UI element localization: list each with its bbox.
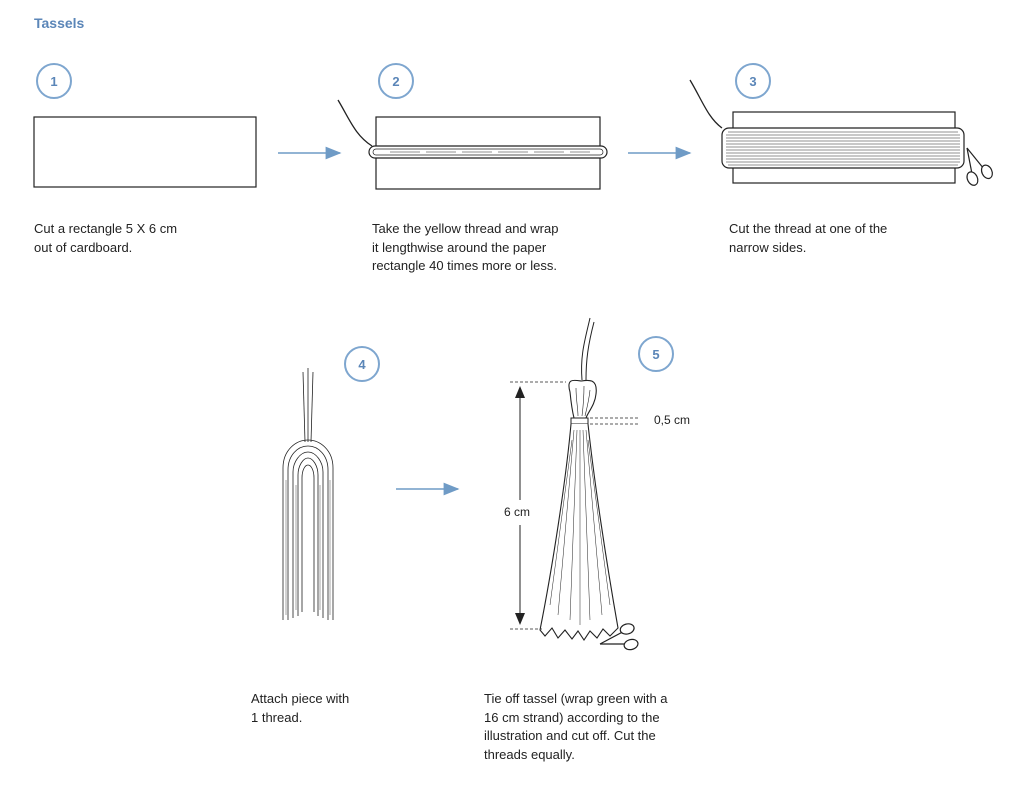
step-2-line: Take the yellow thread and wrap <box>372 221 559 236</box>
step-4-line: Attach piece with <box>251 691 350 706</box>
step-3-line: narrow sides. <box>729 239 807 255</box>
step-3-number: 3 <box>749 73 757 89</box>
step-5-line: 16 cm strand) according to the <box>484 709 660 725</box>
step-1-badge: 1 <box>36 63 72 99</box>
step-1-line: Cut a rectangle 5 X 6 cm <box>34 221 178 236</box>
length-dimension-label: 6 cm <box>504 505 531 519</box>
step-4-caption: Attach piece with 1 thread. <box>251 690 349 727</box>
step-3-caption: Cut the thread at one of the narrow side… <box>729 220 887 257</box>
step-2-caption: Take the yellow thread and wrap it lengt… <box>372 220 558 276</box>
step-5-line: illustration and cut off. Cut the <box>484 728 656 743</box>
neck-dimension-label: 0,5 cm <box>654 413 691 427</box>
step-5-number: 5 <box>652 346 660 362</box>
cardboard-rectangle <box>33 116 257 188</box>
step-4-number: 4 <box>358 356 366 372</box>
folded-thread-bundle <box>282 368 334 620</box>
step-5-caption: Tie off tassel (wrap green with a 16 cm … <box>484 690 668 764</box>
step-1-line: out of cardboard. <box>34 239 133 255</box>
cardboard-with-thread <box>337 99 608 190</box>
step-3-badge: 3 <box>735 63 771 99</box>
wrapped-cardboard <box>689 79 996 188</box>
step-1-caption: Cut a rectangle 5 X 6 cm out of cardboar… <box>34 220 177 257</box>
step-3-line: Cut the thread at one of the <box>729 221 888 236</box>
length-dimension <box>510 381 566 630</box>
step-4-badge: 4 <box>344 346 380 382</box>
step-2-line: it lengthwise around the paper <box>372 239 547 255</box>
step-5-badge: 5 <box>638 336 674 372</box>
step-5-line: Tie off tassel (wrap green with a <box>484 691 668 706</box>
step-2-badge: 2 <box>378 63 414 99</box>
step-5-line: threads equally. <box>484 746 575 762</box>
neck-dimension <box>590 417 640 425</box>
step-2-number: 2 <box>392 73 400 89</box>
step-2-line: rectangle 40 times more or less. <box>372 258 557 273</box>
step-4-line: 1 thread. <box>251 709 303 725</box>
finished-tassel <box>539 317 640 658</box>
step-1-number: 1 <box>50 73 58 89</box>
page-title: Tassels <box>34 15 85 31</box>
